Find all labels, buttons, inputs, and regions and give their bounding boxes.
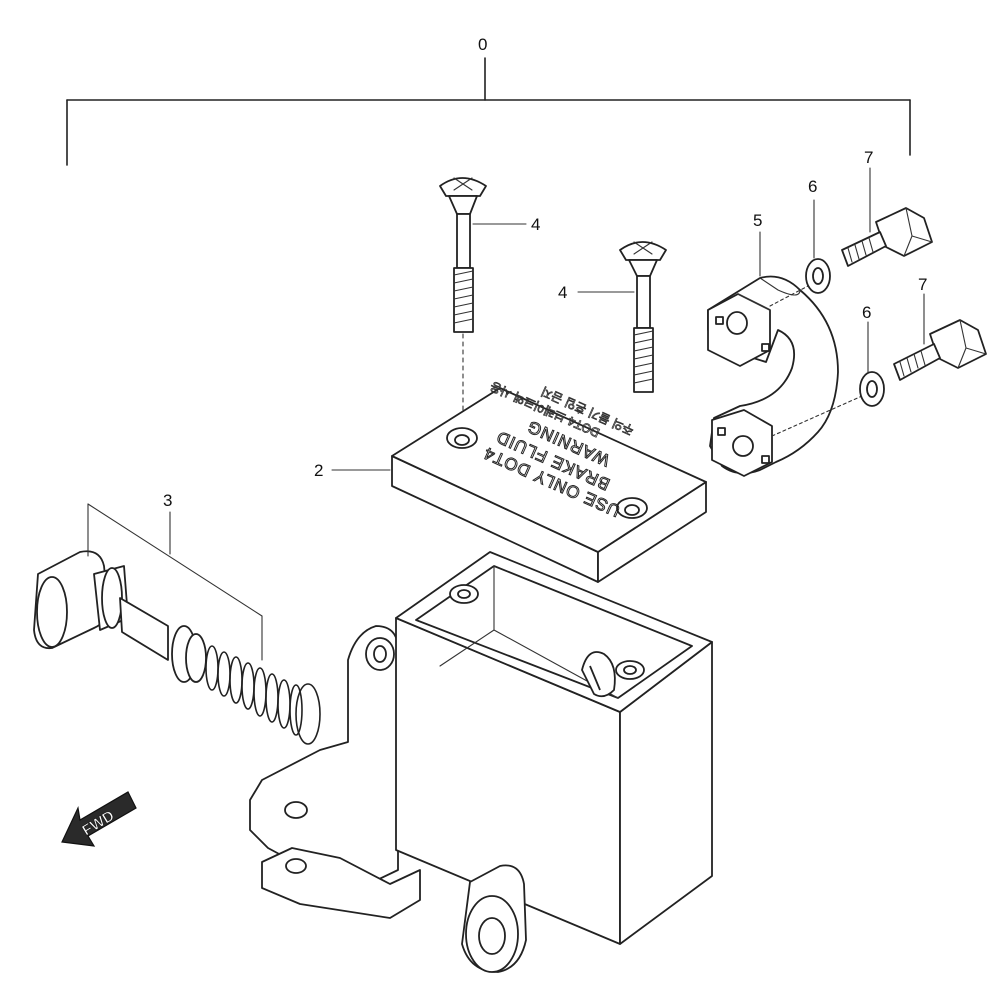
callout-screw-a: 4	[531, 215, 540, 234]
washer-top	[805, 258, 831, 294]
callout-bolt-top: 7	[864, 148, 873, 167]
callout-holder: 5	[753, 211, 762, 230]
screw-right	[619, 241, 667, 393]
callout-washer-top: 6	[808, 177, 817, 196]
handlebar-holder	[707, 275, 839, 477]
callout-piston-kit: 3	[163, 491, 172, 510]
forward-direction-arrow: FWD	[61, 791, 137, 847]
callout-washer-bottom: 6	[862, 303, 871, 322]
assembly-bracket	[66, 57, 911, 166]
callout-screw-b: 4	[558, 283, 567, 302]
screw-left	[439, 177, 487, 441]
piston-kit	[33, 550, 321, 745]
master-cylinder-body	[249, 551, 713, 973]
reservoir-cap: USE ONLY DOT4 BRAKE FLUID WARNING DOT4 브…	[391, 378, 707, 583]
callout-assembly: 0	[478, 35, 487, 54]
bolt-top	[841, 207, 933, 267]
bolt-bottom	[893, 319, 987, 381]
callout-cap: 2	[314, 461, 323, 480]
washer-bottom	[859, 371, 885, 407]
callout-bolt-bottom: 7	[918, 275, 927, 294]
piston-kit-bracket	[87, 503, 263, 661]
